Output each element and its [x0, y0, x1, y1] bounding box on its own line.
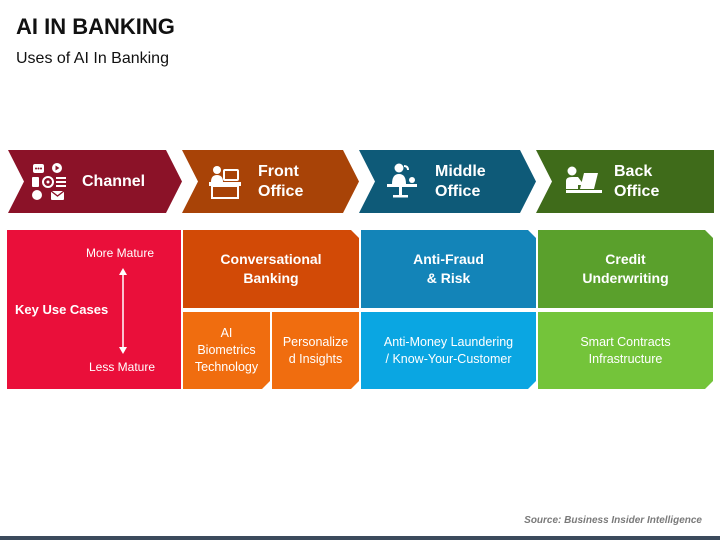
- more-mature-label: More Mature: [86, 246, 155, 260]
- chevron-channel: Channel: [8, 150, 182, 213]
- key-use-cases-panel: [7, 230, 181, 389]
- front-desk-icon: [208, 164, 242, 200]
- channel-apps-icon: [30, 162, 68, 202]
- conversational-banking-box: Conversational Banking: [183, 230, 359, 308]
- chevron-middle-office: Middle Office: [359, 150, 536, 213]
- maturity-arrow-icon: [119, 268, 127, 354]
- credit-underwriting-box: Credit Underwriting: [538, 230, 713, 308]
- laptop-worker-icon: [564, 165, 604, 199]
- bottom-bar: [0, 536, 720, 540]
- chevron-label-front-office: Front Office: [258, 162, 304, 200]
- page-subtitle: Uses of AI In Banking: [16, 50, 169, 67]
- phone-desk-icon: [385, 162, 419, 202]
- chevron-front-office: Front Office: [182, 150, 359, 213]
- chevron-label-back-office: Back Office: [614, 162, 660, 200]
- personalized-insights-box: Personalize d Insights: [272, 312, 359, 389]
- source-note: Source: Business Insider Intelligence: [524, 515, 702, 526]
- smart-contracts-box: Smart Contracts Infrastructure: [538, 312, 713, 389]
- aml-kyc-box: Anti-Money Laundering / Know-Your-Custom…: [361, 312, 536, 389]
- chevron-label-channel: Channel: [82, 172, 146, 190]
- less-mature-label: Less Mature: [89, 360, 156, 374]
- chevron-label-middle-office: Middle Office: [435, 162, 486, 200]
- ai-biometrics-box: AI Biometrics Technology: [183, 312, 270, 389]
- chevron-back-office: Back Office: [536, 150, 714, 213]
- page-title: AI IN BANKING: [16, 14, 175, 39]
- key-use-cases-label: Key Use Cases: [15, 302, 109, 317]
- anti-fraud-risk-box: Anti-Fraud & Risk: [361, 230, 536, 308]
